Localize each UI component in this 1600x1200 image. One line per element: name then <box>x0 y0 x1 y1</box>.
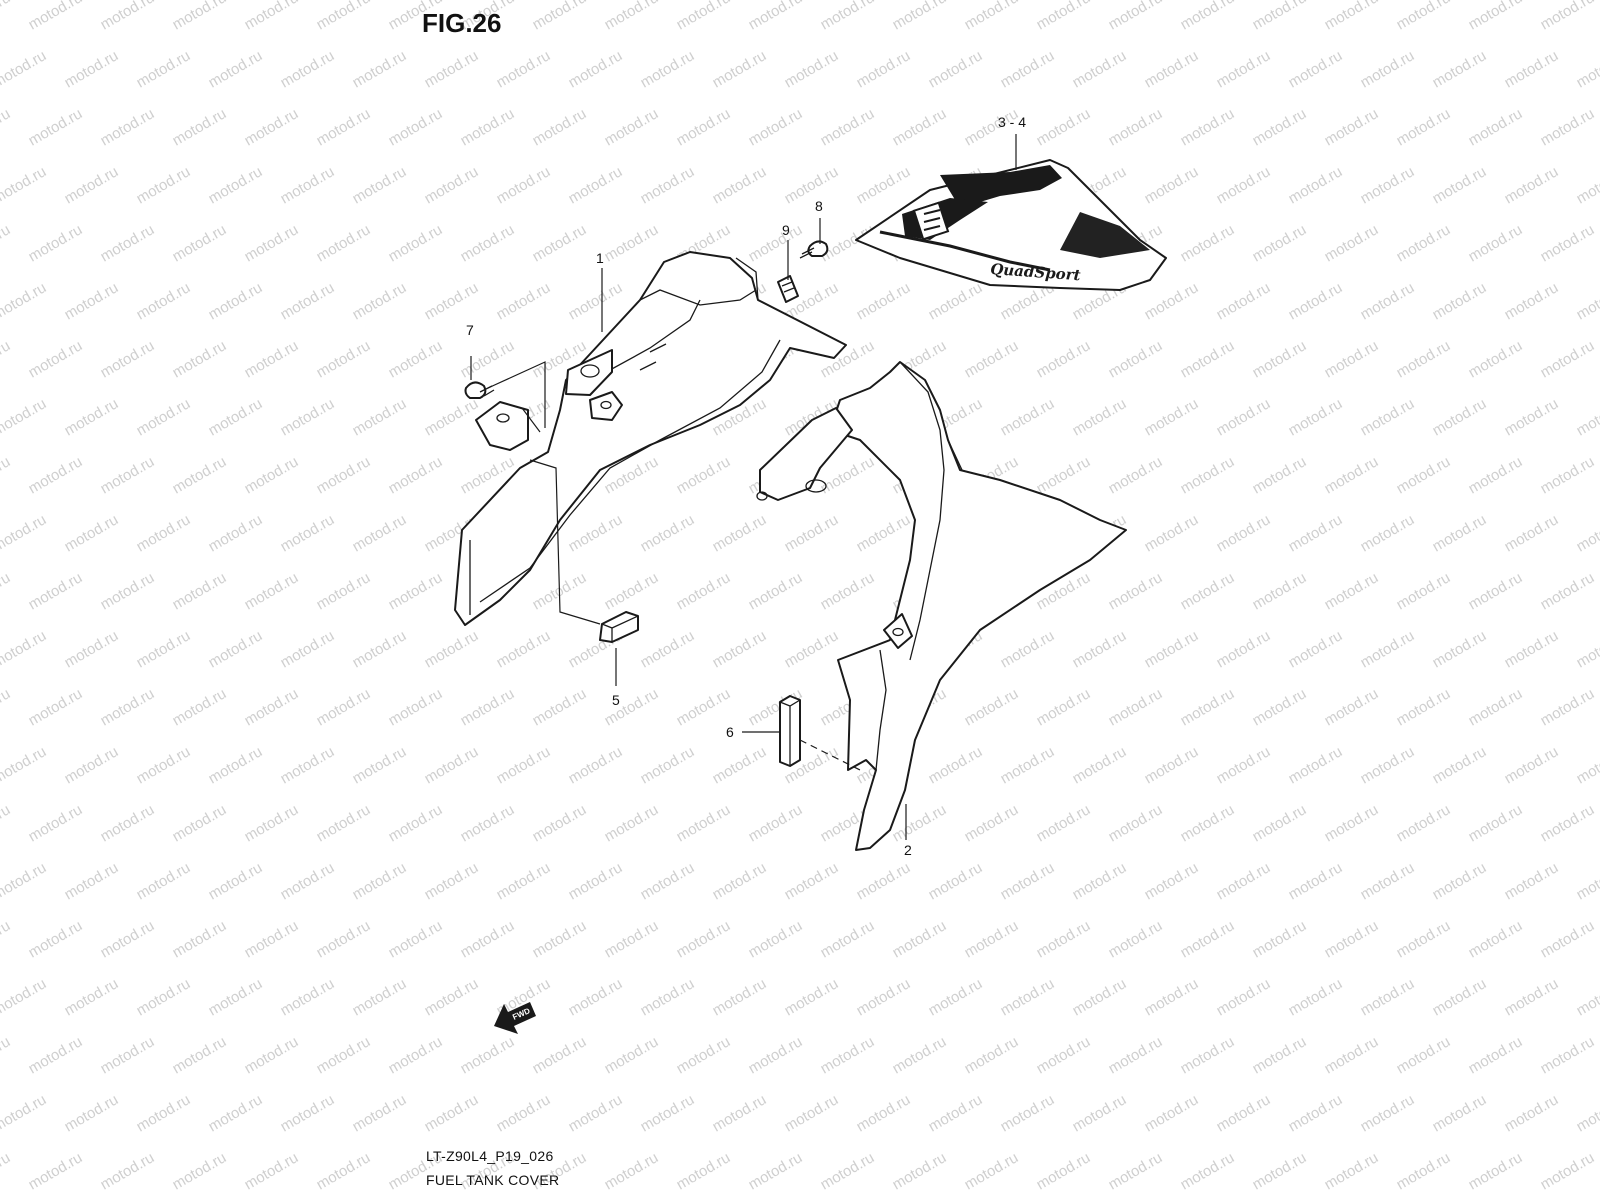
callout-9: 9 <box>782 222 790 238</box>
callout-1: 1 <box>596 250 604 266</box>
part-2-right-cover[interactable] <box>756 361 1127 851</box>
part-6-cushion[interactable] <box>779 695 801 767</box>
figure-title: FIG.26 <box>422 8 502 38</box>
part-5-cushion[interactable] <box>599 611 639 643</box>
figure-caption: FUEL TANK COVER <box>426 1172 560 1188</box>
callout-3-4: 3 - 4 <box>998 114 1027 130</box>
callout-7: 7 <box>466 322 474 338</box>
part-3-4-decal[interactable]: QuadSport <box>855 159 1167 291</box>
part-8-bolt[interactable] <box>799 240 829 259</box>
part-9-clip-nut[interactable] <box>777 275 799 303</box>
callout-6: 6 <box>726 724 734 740</box>
callout-2: 2 <box>904 842 912 858</box>
figure-code: LT-Z90L4_P19_026 <box>426 1148 554 1164</box>
part-1-left-cover[interactable] <box>454 251 847 626</box>
part-7-screw[interactable] <box>464 381 495 399</box>
leader-lines <box>470 134 1017 840</box>
fwd-arrow-icon: FWD <box>494 1002 536 1034</box>
callout-5: 5 <box>612 692 620 708</box>
callout-8: 8 <box>815 198 823 214</box>
